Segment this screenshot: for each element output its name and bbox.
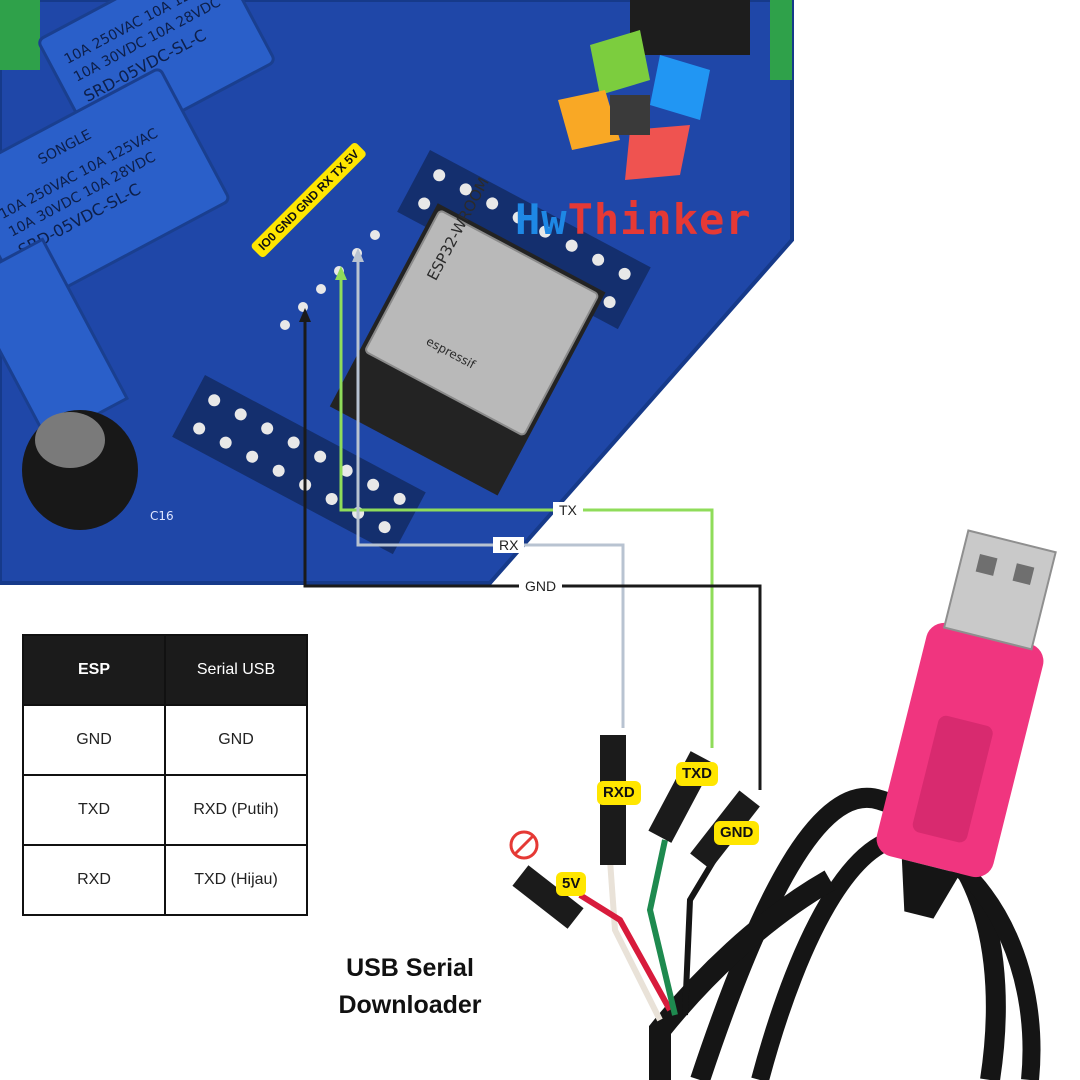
table-cell: RXD [22,844,166,916]
pin-mapping-table: ESP Serial USB GND GND TXD RXD (Putih) R… [22,634,308,916]
hwthinker-logo [558,30,710,180]
table-row: RXD TXD (Hijau) [22,844,308,916]
table-row: GND GND [22,704,308,776]
brand-part-1: Hw [515,195,568,244]
usb-serial-adapter [512,529,1057,1080]
caption-line-2: Downloader [338,991,482,1019]
caption: USB Serial Downloader [320,950,500,1024]
table-cell: GND [164,704,308,776]
table-cell: RXD (Putih) [164,774,308,846]
capacitor: C16 [22,410,174,530]
regulator [630,0,750,55]
esp32-module: ESP32-WROOM espressif [329,175,606,496]
brand-part-2: Thinker [567,195,752,244]
capacitor-label: C16 [150,509,174,523]
relay-board: 10A 250VAC 10A 125VAC 10A 30VDC 10A 28VD… [0,0,794,585]
wire-tx-label: TX [553,502,583,518]
table-cell: GND [22,704,166,776]
caption-line-1: USB Serial [346,954,474,982]
wire-gnd-label: GND [519,578,563,594]
brand-text: HwThinker [515,195,752,244]
table-header-esp: ESP [22,634,166,706]
wire-rx-label: RX [493,537,525,553]
table-cell: TXD (Hijau) [164,844,308,916]
wire-tx [335,266,714,748]
pin-label-rxd: RXD [597,781,641,805]
prohibited-icon [509,830,539,860]
table-cell: TXD [22,774,166,846]
pin-label-txd: TXD [676,762,718,786]
wire-rx [352,248,625,728]
5v-connector [512,865,584,929]
table-header-row: ESP Serial USB [22,634,308,706]
table-header-serial-usb: Serial USB [164,634,308,706]
table-row: TXD RXD (Putih) [22,774,308,846]
pin-label-5v: 5V [556,872,587,896]
pin-label-gnd: GND [714,821,760,845]
